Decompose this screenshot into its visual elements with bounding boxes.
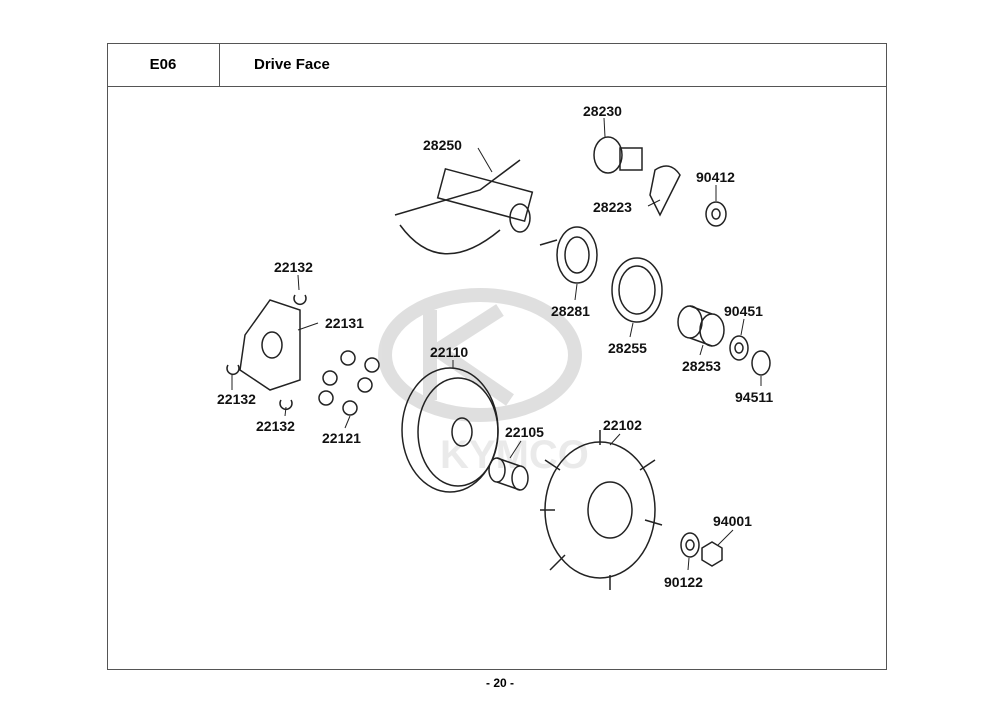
- part-labels: 28230 28250 90412 28223 22132 22131 2828…: [217, 103, 773, 590]
- page-number: - 20 -: [485, 676, 514, 690]
- part-28223-drawing: [649, 165, 681, 217]
- part-90122-drawing: [680, 532, 700, 558]
- part-28253-drawing: [677, 305, 725, 347]
- section-code: E06: [107, 43, 220, 86]
- part-label[interactable]: 22132: [217, 391, 256, 407]
- part-22110-drawing: [401, 367, 499, 493]
- part-label[interactable]: 22121: [322, 430, 361, 446]
- part-drawings: [226, 136, 771, 590]
- part-label[interactable]: 22132: [274, 259, 313, 275]
- part-label[interactable]: 28253: [682, 358, 721, 374]
- part-94511-drawing: [751, 350, 771, 376]
- part-label[interactable]: 22110: [430, 344, 468, 360]
- part-28250-drawing: [394, 159, 534, 255]
- part-22105-drawing: [488, 457, 529, 491]
- part-label[interactable]: 22102: [603, 417, 642, 433]
- part-22121-drawing: [318, 350, 380, 416]
- diagram-frame: [107, 43, 887, 670]
- part-22132-drawing: [226, 364, 240, 375]
- part-label[interactable]: 28250: [423, 137, 462, 153]
- part-22131-drawing: [239, 299, 301, 391]
- part-label[interactable]: 94511: [735, 389, 773, 405]
- part-label[interactable]: 90451: [724, 303, 763, 319]
- part-28281-drawing: [539, 226, 598, 284]
- kymco-watermark: [378, 288, 582, 422]
- part-label[interactable]: 22131: [325, 315, 364, 331]
- part-22132-drawing: [293, 294, 307, 305]
- header: E06 Drive Face: [107, 43, 887, 87]
- part-90451-drawing: [729, 335, 749, 361]
- part-90412-drawing: [705, 201, 727, 227]
- part-label[interactable]: 28255: [608, 340, 647, 356]
- part-label[interactable]: 22132: [256, 418, 295, 434]
- section-title: Drive Face: [254, 56, 330, 73]
- part-label[interactable]: 22105: [505, 424, 544, 440]
- part-label[interactable]: 28281: [551, 303, 590, 319]
- part-94001-drawing: [701, 541, 723, 567]
- leader-lines: [231, 117, 762, 571]
- part-label[interactable]: 94001: [713, 513, 752, 529]
- part-22102-drawing: [540, 430, 663, 590]
- part-label[interactable]: 28230: [583, 103, 622, 119]
- part-28230-drawing: [593, 136, 643, 174]
- part-label[interactable]: 90412: [696, 169, 735, 185]
- part-28255-drawing: [611, 257, 663, 323]
- part-label[interactable]: 90122: [664, 574, 703, 590]
- part-label[interactable]: 28223: [593, 199, 632, 215]
